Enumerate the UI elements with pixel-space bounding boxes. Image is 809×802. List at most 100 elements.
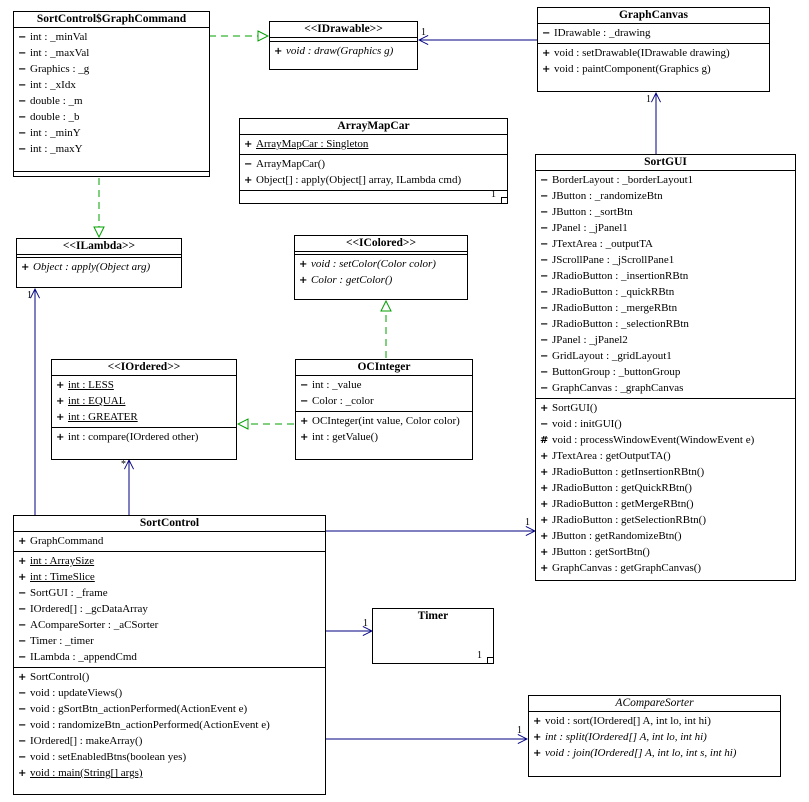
visibility-marker: −	[540, 239, 549, 250]
visibility-marker: −	[300, 396, 309, 407]
visibility-marker: −	[18, 688, 27, 699]
visibility-marker: +	[300, 416, 309, 427]
member-row: +int : ArraySize	[14, 553, 325, 569]
visibility-marker: +	[244, 139, 253, 150]
member-row: +void : main(String[] args)	[14, 765, 325, 781]
member-text: int : LESS	[68, 379, 114, 391]
member-text: GraphCommand	[30, 535, 104, 547]
visibility-marker: −	[540, 303, 549, 314]
visibility-marker: −	[540, 335, 549, 346]
member-row: −ILambda : _appendCmd	[14, 649, 325, 665]
visibility-marker: +	[299, 259, 308, 270]
member-text: IOrdered[] : makeArray()	[30, 735, 143, 747]
visibility-marker: −	[18, 48, 27, 59]
member-row: +int : TimeSlice	[14, 569, 325, 585]
class-sortgui[interactable]: SortGUI −BorderLayout : _borderLayout1−J…	[535, 154, 796, 581]
member-text: int : TimeSlice	[30, 571, 95, 583]
member-text: SortGUI : _frame	[30, 587, 108, 599]
visibility-marker: −	[540, 271, 549, 282]
class-title: Timer	[417, 610, 449, 622]
operations: +SortGUI()−void : initGUI()#void : proce…	[536, 399, 795, 578]
visibility-marker: −	[300, 380, 309, 391]
visibility-marker: +	[299, 275, 308, 286]
member-text: JTextArea : _outputTA	[552, 238, 653, 250]
class-graphcommand[interactable]: SortControl$GraphCommand −int : _minVal−…	[13, 11, 210, 177]
member-text: int : compare(IOrdered other)	[68, 431, 199, 443]
member-text: Object[] : apply(Object[] array, ILambda…	[256, 174, 462, 186]
visibility-marker: −	[18, 736, 27, 747]
visibility-marker: +	[542, 64, 551, 75]
member-text: void : main(String[] args)	[30, 767, 143, 779]
member-row: +JButton : getRandomizeBtn()	[536, 528, 795, 544]
interface-iordered[interactable]: <<IOrdered>> +int : LESS+int : EQUAL+int…	[51, 359, 237, 460]
class-graphcanvas[interactable]: GraphCanvas −IDrawable : _drawing +void …	[537, 7, 770, 92]
visibility-marker: −	[540, 175, 549, 186]
mult-singleton: 1	[491, 189, 496, 200]
member-row: −JPanel : _jPanel1	[536, 220, 795, 236]
member-row: +int : getValue()	[296, 429, 472, 445]
operations: +Object : apply(Object arg)	[17, 258, 181, 277]
interface-idrawable[interactable]: <<IDrawable>> +void : draw(Graphics g)	[269, 21, 418, 70]
member-text: int : _value	[312, 379, 362, 391]
operations: +void : setDrawable(IDrawable drawing)+v…	[538, 44, 769, 79]
class-acomparesorter[interactable]: ACompareSorter +void : sort(IOrdered[] A…	[528, 695, 781, 777]
member-text: OCInteger(int value, Color color)	[312, 415, 460, 427]
class-timer[interactable]: Timer 1	[372, 608, 494, 664]
visibility-marker: −	[18, 636, 27, 647]
member-text: SortControl()	[30, 671, 90, 683]
class-arraymapcar[interactable]: ArrayMapCar +ArrayMapCar : Singleton −Ar…	[239, 118, 508, 204]
member-text: int : split(IOrdered[] A, int lo, int hi…	[545, 731, 707, 743]
member-row: −ButtonGroup : _buttonGroup	[536, 364, 795, 380]
visibility-marker: +	[540, 531, 549, 542]
member-row: −int : _maxY	[14, 141, 209, 157]
member-row: −IOrdered[] : makeArray()	[14, 733, 325, 749]
visibility-marker: +	[56, 396, 65, 407]
class-ocinteger[interactable]: OCInteger −int : _value−Color : _color +…	[295, 359, 473, 460]
operations: +void : setColor(Color color)+Color : ge…	[295, 255, 467, 290]
member-row: −SortGUI : _frame	[14, 585, 325, 601]
member-row: −JPanel : _jPanel2	[536, 332, 795, 348]
member-row: +JRadioButton : getQuickRBtn()	[536, 480, 795, 496]
visibility-marker: #	[540, 435, 549, 446]
member-row: −JScrollPane : _jScrollPane1	[536, 252, 795, 268]
attributes: +ArrayMapCar : Singleton	[240, 135, 507, 155]
interface-icolored[interactable]: <<IColored>> +void : setColor(Color colo…	[294, 235, 468, 300]
visibility-marker: −	[540, 319, 549, 330]
attributes: −int : _value−Color : _color	[296, 376, 472, 412]
member-row: −JRadioButton : _selectionRBtn	[536, 316, 795, 332]
operations: −ArrayMapCar()+Object[] : apply(Object[]…	[240, 155, 507, 191]
visibility-marker: −	[542, 28, 551, 39]
visibility-marker: −	[540, 419, 549, 430]
member-text: Color : _color	[312, 395, 374, 407]
member-text: void : setEnabledBtns(boolean yes)	[30, 751, 187, 763]
visibility-marker: −	[18, 752, 27, 763]
attributes: −int : _minVal−int : _maxVal−Graphics : …	[14, 28, 209, 172]
member-row: +int : LESS	[52, 377, 236, 393]
member-text: Timer : _timer	[30, 635, 94, 647]
member-text: void : setDrawable(IDrawable drawing)	[554, 47, 730, 59]
member-row: −int : _minVal	[14, 29, 209, 45]
member-text: void : setColor(Color color)	[311, 258, 436, 270]
visibility-marker: −	[18, 620, 27, 631]
visibility-marker: +	[274, 46, 283, 57]
member-text: JRadioButton : _mergeRBtn	[552, 302, 678, 314]
mult-singleton: 1	[477, 650, 482, 661]
member-text: void : paintComponent(Graphics g)	[554, 63, 711, 75]
member-text: double : _b	[30, 111, 80, 123]
member-text: void : draw(Graphics g)	[286, 45, 394, 57]
member-text: int : ArraySize	[30, 555, 95, 567]
visibility-marker: +	[540, 451, 549, 462]
operations: +int : compare(IOrdered other)	[52, 428, 236, 447]
mult-timer: 1	[363, 618, 368, 629]
member-text: JRadioButton : getInsertionRBtn()	[552, 466, 705, 478]
interface-ilambda[interactable]: <<ILambda>> +Object : apply(Object arg)	[16, 238, 182, 288]
member-row: +ArrayMapCar : Singleton	[240, 136, 507, 152]
member-text: void : sort(IOrdered[] A, int lo, int hi…	[545, 715, 711, 727]
member-text: int : _maxVal	[30, 47, 90, 59]
visibility-marker: −	[18, 604, 27, 615]
visibility-marker: +	[18, 572, 27, 583]
member-row: −JRadioButton : _quickRBtn	[536, 284, 795, 300]
member-text: JRadioButton : _quickRBtn	[552, 286, 675, 298]
class-sortcontrol[interactable]: SortControl +GraphCommand +int : ArraySi…	[13, 515, 326, 795]
operations: +SortControl()−void : updateViews()−void…	[14, 668, 325, 783]
